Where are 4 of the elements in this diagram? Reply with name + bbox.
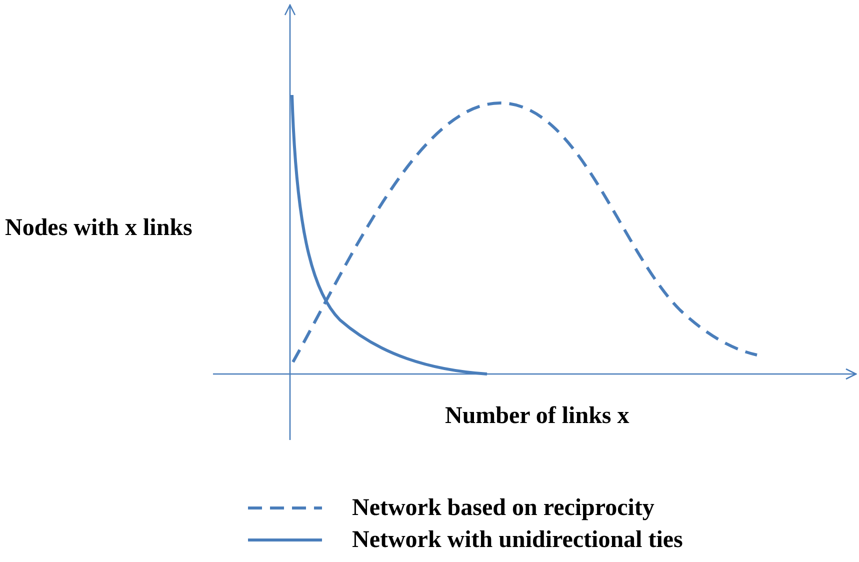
axis-label: Nodes with x links	[5, 216, 192, 240]
legend-label: Network based on reciprocity	[352, 496, 654, 520]
axis-label: Number of links x	[445, 404, 630, 428]
legend-label: Network with unidirectional ties	[352, 528, 683, 552]
